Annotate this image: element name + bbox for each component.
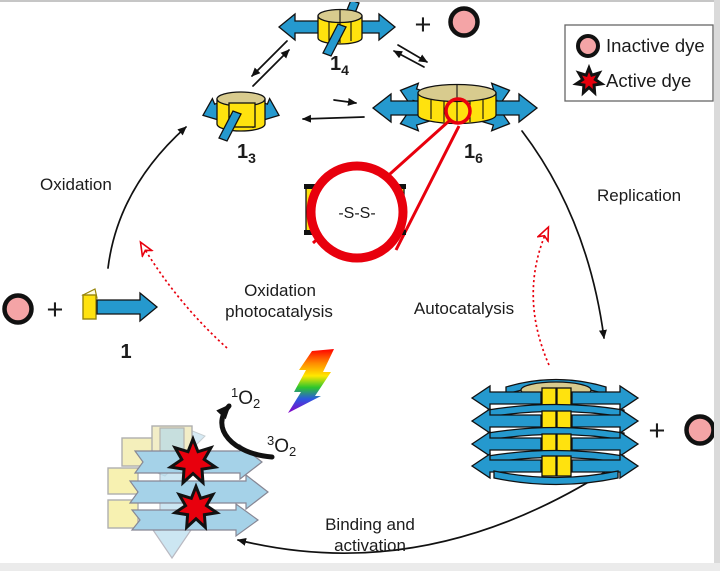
frame-edge-bottom <box>0 563 720 571</box>
equilibrium-arrows-tetramer-trimer <box>251 40 290 87</box>
disulfide-magnified-view: -S-S- <box>304 161 408 263</box>
light-bolt-icon <box>288 349 334 413</box>
photocatalysis-label-line1: Oxidation <box>244 281 316 300</box>
replication-arrow <box>521 130 607 339</box>
trimer-label: 13 <box>237 141 256 166</box>
tetramer-label: 14 <box>330 53 349 78</box>
oxidation-label: Oxidation <box>40 175 112 194</box>
plus-sign-top: + <box>415 9 432 41</box>
legend-box: Inactive dye Active dye <box>565 24 714 101</box>
hexamer-label: 16 <box>464 141 483 166</box>
legend-inactive-dye-label: Inactive dye <box>606 35 705 56</box>
legend-inactive-dye-icon <box>576 34 600 58</box>
photocatalysis-label-line2: photocatalysis <box>225 302 333 321</box>
inactive-dye-left <box>2 293 34 325</box>
plus-sign-left: + <box>47 294 64 326</box>
monomer-label: 1 <box>120 341 131 363</box>
tetramer-assembly <box>277 0 397 57</box>
triplet-oxygen-label: 3O2 <box>267 433 296 459</box>
plus-sign-bottom-right: + <box>649 415 666 447</box>
equilibrium-arrows-trimer-hexamer <box>302 97 365 123</box>
equilibrium-arrows-tetramer-hexamer <box>393 44 428 68</box>
frame-edge-right <box>714 0 720 571</box>
autocatalysis-label: Autocatalysis <box>414 299 514 318</box>
replication-label: Replication <box>597 186 681 205</box>
inactive-dye-bottom-right <box>684 414 716 446</box>
disulfide-highlight-circle <box>444 97 472 125</box>
fiber-stack-rows <box>470 384 640 486</box>
hexamer-assembly <box>371 82 539 132</box>
monomer-unit <box>81 288 159 323</box>
oxidation-arrow <box>107 126 187 269</box>
autocatalysis-red-dotted-arrow <box>532 228 550 366</box>
legend-active-dye-label: Active dye <box>606 70 691 91</box>
frame-edge-top <box>0 0 720 2</box>
active-complex-assembly <box>107 425 269 560</box>
disulfide-bond-label: -S-S- <box>338 205 375 222</box>
inactive-dye-top <box>448 6 480 38</box>
fiber-stack-assembly <box>470 378 640 486</box>
photocatalysis-red-dotted-arrow <box>141 243 228 349</box>
binding-activation-label-line2: activation <box>334 536 406 555</box>
binding-activation-label-line1: Binding and <box>325 515 415 534</box>
singlet-oxygen-label: 1O2 <box>231 385 260 411</box>
oxygen-conversion-arrow <box>216 403 275 460</box>
magnifier-red-circle <box>306 161 408 263</box>
trimer-assembly <box>202 91 280 142</box>
binding-activation-arrow <box>237 460 623 554</box>
